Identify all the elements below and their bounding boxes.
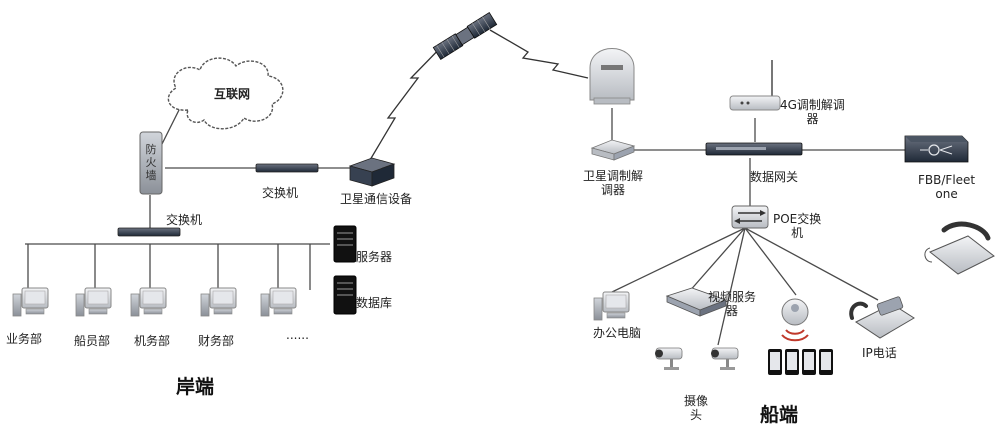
department-label: 船员部 (74, 334, 111, 348)
office-pc-label: 办公电脑 (593, 326, 642, 340)
link-poe-video (687, 227, 746, 294)
ip-phone-label: IP电话 (862, 346, 897, 360)
link-poe-ipphone (744, 227, 879, 301)
camera-icon (710, 347, 739, 371)
satellite-icon (432, 12, 498, 60)
department-label: 财务部 (198, 334, 235, 348)
satellite-modem-icon (590, 139, 636, 161)
link-poe-camera (717, 227, 746, 346)
department-pc-icon (130, 287, 167, 317)
department-label: ...... (286, 328, 309, 342)
ship-antenna-dome-icon (589, 48, 635, 105)
server-label: 服务器 (356, 250, 393, 264)
database-label: 数据库 (356, 296, 393, 310)
link-poe-wifi (744, 227, 797, 296)
wireless-link-satellite-ship (489, 29, 589, 79)
department-label: 机务部 (134, 334, 171, 348)
department-pc-icon (260, 287, 297, 317)
camera-icon (654, 347, 683, 371)
fbb-phone-icon (924, 221, 995, 275)
department-pc-icon (75, 287, 112, 317)
satellite-equipment-icon (348, 157, 396, 187)
video-server-icon (665, 287, 728, 317)
poe-switch-icon (731, 205, 769, 229)
video-server-label: 视频服务 器 (708, 290, 757, 318)
4g-modem-icon (729, 60, 781, 111)
mobile-devices-icon (768, 349, 833, 375)
office-pc-icon (593, 291, 630, 321)
department-label: 业务部 (6, 332, 43, 346)
firewall-label: 防火墙 (145, 143, 157, 182)
fbb-terminal-icon (904, 135, 969, 163)
camera-label: 摄像 头 (684, 394, 709, 422)
lan-switch-icon (117, 227, 181, 237)
database-icon (333, 275, 357, 315)
wireless-link-satellite-shore (369, 37, 451, 161)
server-icon (333, 225, 357, 263)
department-pc-icon (200, 287, 237, 317)
fbb-label: FBB/Fleet one (918, 173, 976, 201)
ip-phone-icon (849, 296, 915, 339)
data-gateway-label: 数据网关 (750, 170, 799, 184)
shore-title: 岸端 (176, 376, 215, 398)
connection-lines (25, 107, 905, 346)
data-gateway-icon (705, 142, 803, 156)
satellite-modem-label: 卫星调制解 调器 (583, 169, 644, 197)
wifi-access-point-icon (781, 298, 809, 342)
firewall-icon (139, 131, 163, 195)
4g-modem-label: 4G调制解调 器 (780, 98, 845, 126)
link-poe-office (611, 227, 746, 293)
shore-switch-label: 交换机 (262, 186, 299, 200)
satellite-equipment-label: 卫星通信设备 (340, 192, 413, 206)
ship-title: 船端 (760, 404, 799, 426)
internet-cloud-icon (167, 57, 284, 130)
department-pc-icon (12, 287, 49, 317)
shore-switch-icon (255, 163, 319, 173)
lan-switch-label: 交换机 (166, 213, 203, 227)
cloud-label: 互联网 (214, 87, 251, 101)
poe-switch-label: POE交换 机 (773, 212, 822, 240)
